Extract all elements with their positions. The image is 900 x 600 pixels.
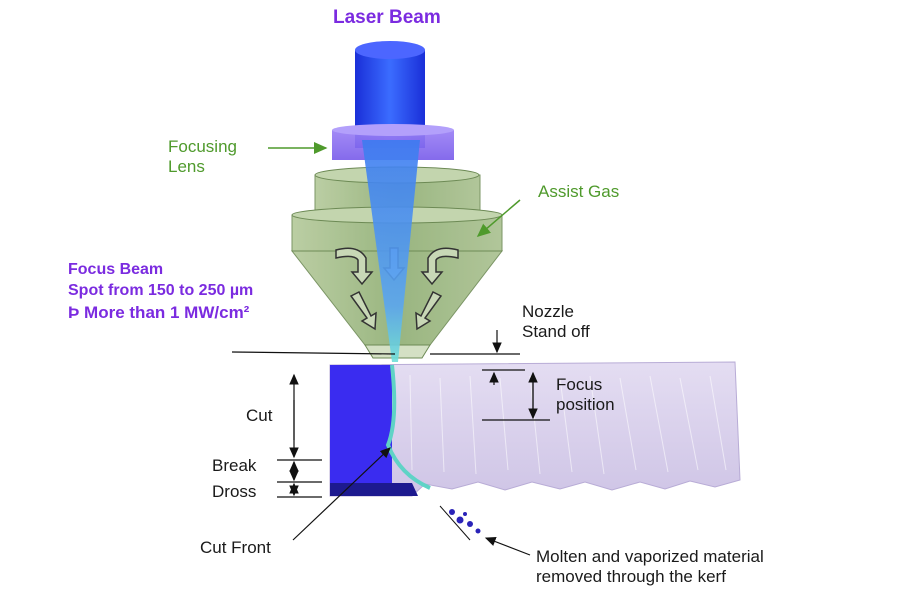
molten-particles [439,505,481,541]
focusing-lens-label-line1: Focusing [168,137,237,156]
molten-material-line2: removed through the kerf [536,566,726,586]
pointer-lines [231,142,550,556]
focus-beam-label-line1: Focus Beam [68,261,164,278]
focus-beam-label: Focus Beam Spot from 150 to 250 µm Þ Mor… [68,260,253,324]
focusing-lens-label-line2: Lens [168,156,205,176]
dross-label: Dross [212,482,257,501]
nozzle-standoff-line1: Nozzle [522,302,574,321]
cut-front-label: Cut Front [200,538,271,557]
workpiece [329,361,741,497]
molten-material-label: Molten and vaporized material removed th… [536,547,764,586]
focus-beam-label-line2: Spot from 150 to 250 µm [68,281,254,299]
focus-beam-label-line3: Þ More than 1 MW/cm² [68,302,250,322]
focus-position-line1: Focus [556,375,603,394]
break-label: Break [212,456,257,475]
laser-beam-label: Laser Beam [333,7,441,28]
nozzle-standoff-label: Nozzle Stand off [522,302,590,341]
assist-gas-label: Assist Gas [538,182,620,201]
focus-position-label: Focus position [556,375,615,414]
focusing-lens-label: Focusing Lens [168,137,237,176]
converging-beam [362,140,420,362]
focus-position-line2: position [556,394,615,414]
cut-label: Cut [246,406,273,425]
nozzle-standoff-line2: Stand off [522,321,590,341]
molten-material-line1: Molten and vaporized material [536,547,764,566]
